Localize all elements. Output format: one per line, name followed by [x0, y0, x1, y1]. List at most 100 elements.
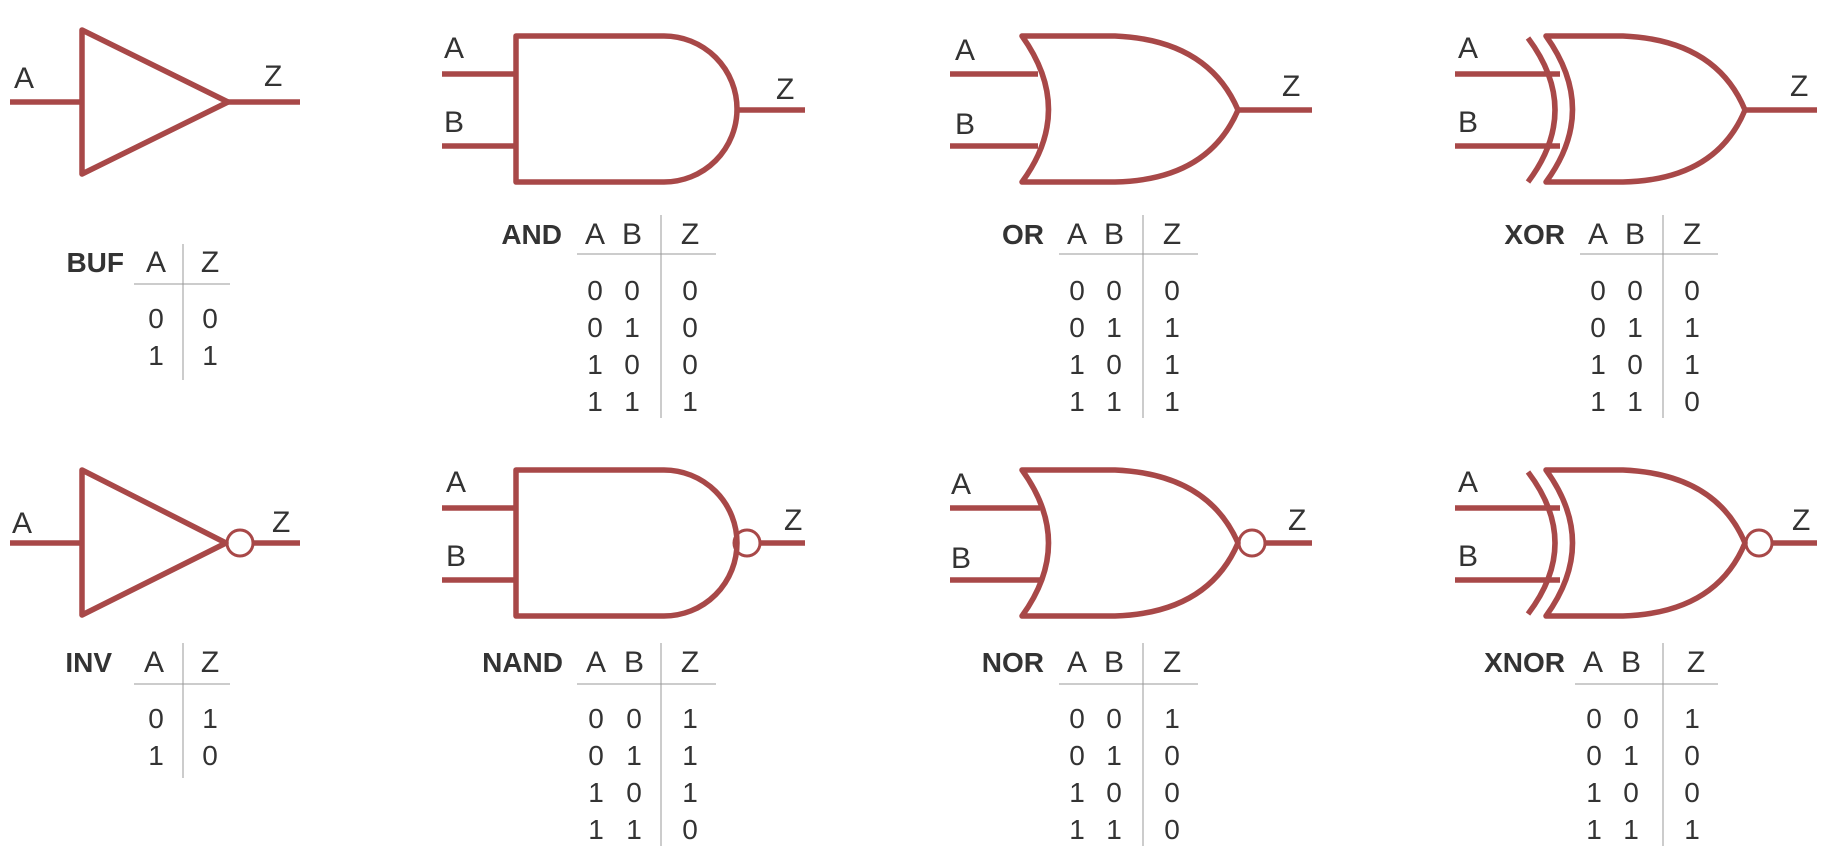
table-header-a: A: [1067, 646, 1087, 679]
table-cell: 1: [202, 340, 218, 371]
table-cell: 0: [1684, 777, 1700, 808]
table-header-a: A: [1067, 218, 1087, 251]
table-cell: 0: [1164, 814, 1180, 845]
table-cell: 1: [148, 340, 164, 371]
table-cell: 1: [1684, 312, 1700, 343]
table-cell: 0: [1069, 312, 1085, 343]
nor-body: [1019, 467, 1241, 619]
table-cell: 0: [1164, 275, 1180, 306]
table-cell: 0: [202, 303, 218, 334]
output-label-z: Z: [1790, 70, 1808, 103]
gate-symbol: [1455, 33, 1817, 185]
table-header-b: B: [624, 646, 644, 679]
output-label-z: Z: [264, 60, 282, 93]
table-cell: 0: [624, 349, 640, 380]
table-header-z: Z: [1163, 218, 1181, 251]
table-cell: 0: [1069, 275, 1085, 306]
table-cell: 1: [587, 349, 603, 380]
table-cell: 1: [1164, 312, 1180, 343]
table-cell: 1: [682, 703, 698, 734]
table-cell: 0: [1590, 275, 1606, 306]
input-label-b: B: [1458, 540, 1478, 573]
table-cell: 1: [624, 386, 640, 417]
table-cell: 0: [1106, 275, 1122, 306]
table-header-z: Z: [681, 218, 699, 251]
table-cell: 1: [1164, 386, 1180, 417]
table-cell: 0: [682, 814, 698, 845]
gate-symbol: [10, 27, 300, 177]
input-label-b: B: [444, 106, 464, 139]
gate-name: XOR: [1504, 219, 1565, 250]
table-cell: 0: [682, 275, 698, 306]
table-cell: 0: [1590, 312, 1606, 343]
table-cell: 1: [1069, 814, 1085, 845]
input-label-a: A: [955, 34, 975, 67]
input-label-b: B: [951, 542, 971, 575]
input-label-a: A: [1458, 466, 1478, 499]
table-header-b: B: [1621, 646, 1641, 679]
gate-name: BUF: [66, 247, 124, 278]
table-cell: 0: [148, 703, 164, 734]
gate-name: OR: [1002, 219, 1044, 250]
truth-table: XNOR A B Z 0 0 1 0 1 0 1 0 0 1 1 1: [1484, 643, 1718, 846]
xnor-extra-curve: [1525, 470, 1558, 616]
table-cell: 1: [1684, 349, 1700, 380]
gate-nand: A B Z NAND A B Z 0 0 1 0 1 1 1 0 1 1 1 0: [442, 466, 805, 846]
table-cell: 1: [148, 740, 164, 771]
gate-symbol: [950, 33, 1312, 185]
table-header-z: Z: [1687, 646, 1705, 679]
table-cell: 1: [1586, 814, 1602, 845]
gate-or: A B Z OR A B Z 0 0 0 0 1 1 1 0 1 1 1 1: [950, 33, 1312, 418]
gate-symbol: [10, 467, 300, 618]
inversion-bubble: [1237, 528, 1267, 558]
xnor-body: [1543, 467, 1748, 619]
table-header-z: Z: [1683, 218, 1701, 251]
input-label-a: A: [1458, 32, 1478, 65]
table-header-a: A: [144, 646, 164, 679]
gate-symbol: [442, 33, 805, 185]
table-cell: 1: [1106, 814, 1122, 845]
table-header-b: B: [622, 218, 642, 251]
table-cell: 0: [1164, 740, 1180, 771]
output-label-z: Z: [776, 73, 794, 106]
table-cell: 1: [682, 740, 698, 771]
input-label-a: A: [951, 468, 971, 501]
table-cell: 0: [1106, 349, 1122, 380]
inverter-triangle: [79, 467, 229, 618]
table-cell: 1: [682, 777, 698, 808]
table-cell: 1: [1627, 312, 1643, 343]
input-label-a: A: [444, 32, 464, 65]
or-body: [1019, 33, 1241, 185]
table-cell: 1: [682, 386, 698, 417]
table-cell: 1: [626, 740, 642, 771]
table-header-z: Z: [201, 246, 219, 279]
input-label-b: B: [446, 540, 466, 573]
table-header-b: B: [1625, 218, 1645, 251]
gate-inv: A Z INV A Z 0 1 1 0: [10, 467, 300, 778]
gate-nor: A B Z NOR A B Z 0 0 1 0 1 0 1 0 0 1 1 0: [950, 467, 1312, 846]
output-label-z: Z: [272, 506, 290, 539]
table-cell: 0: [1623, 703, 1639, 734]
output-label-z: Z: [1792, 504, 1810, 537]
table-cell: 0: [626, 777, 642, 808]
table-cell: 0: [588, 740, 604, 771]
table-cell: 0: [1106, 777, 1122, 808]
gate-buf: A Z BUF A Z 0 0 1 1: [10, 27, 300, 380]
table-cell: 0: [1164, 777, 1180, 808]
table-header-a: A: [585, 218, 605, 251]
gate-symbol: [1455, 467, 1817, 619]
input-label-a: A: [446, 466, 466, 499]
table-cell: 1: [1627, 386, 1643, 417]
table-cell: 1: [1684, 814, 1700, 845]
table-cell: 0: [1069, 703, 1085, 734]
table-header-b: B: [1104, 218, 1124, 251]
truth-table: NAND A B Z 0 0 1 0 1 1 1 0 1 1 1 0: [482, 643, 716, 846]
gate-symbol: [442, 467, 805, 619]
gate-and: A B Z AND A B Z 0 0 0 0 1 0 1 0 0 1 1 1: [442, 32, 805, 418]
table-cell: 0: [202, 740, 218, 771]
table-cell: 0: [588, 703, 604, 734]
and-body: [513, 33, 740, 185]
table-cell: 1: [1106, 740, 1122, 771]
table-cell: 0: [1586, 703, 1602, 734]
